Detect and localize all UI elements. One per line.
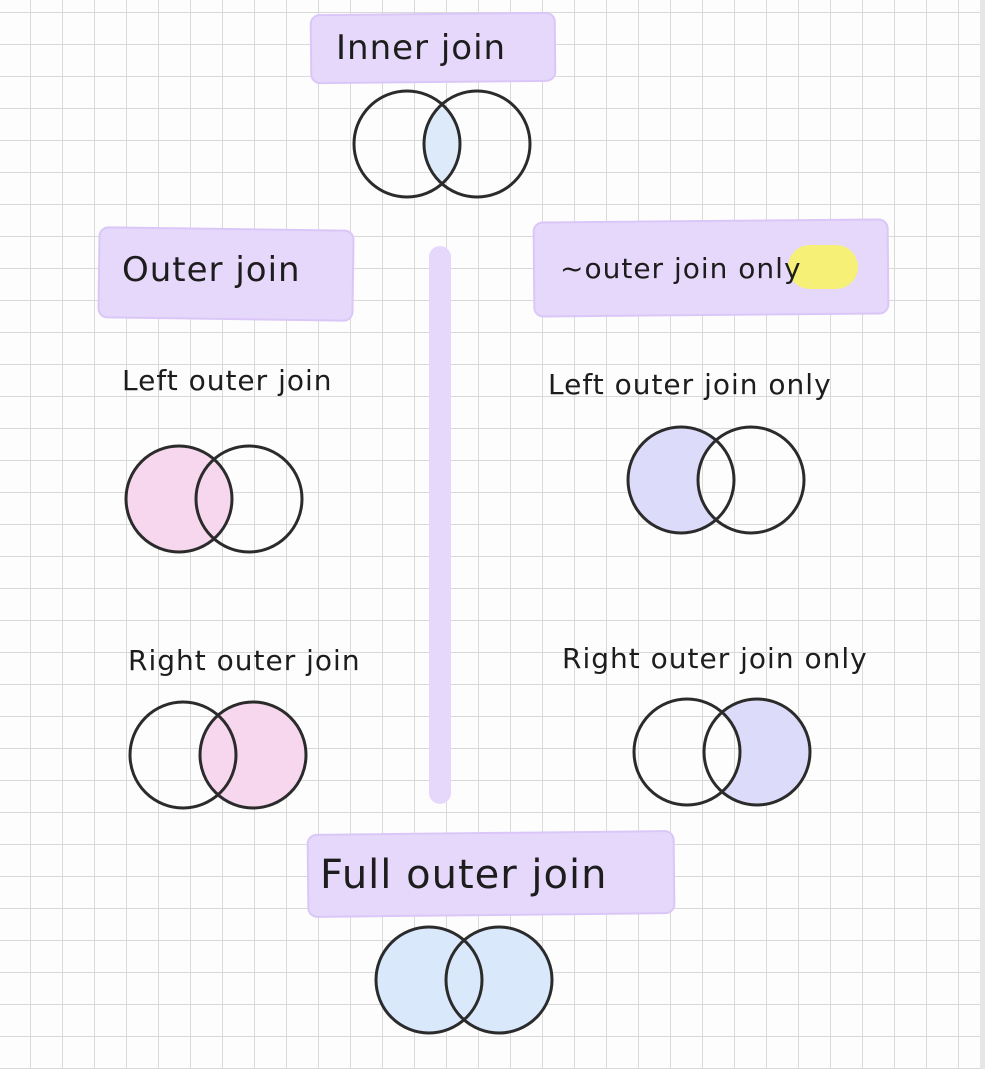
- outer-join-only-title: ~outer join only: [560, 252, 802, 285]
- column-divider: [429, 246, 451, 804]
- left-outer-join-only-label: Left outer join only: [548, 368, 832, 401]
- venn-right-circle: [194, 444, 304, 554]
- venn-union-fill-right: [446, 927, 552, 1033]
- only-word-marker: [788, 245, 858, 289]
- venn-left-circle: [352, 89, 462, 199]
- venn-right-circle: [696, 425, 806, 535]
- right-outer-join-only-label: Right outer join only: [562, 642, 868, 675]
- venn-left-circle: [632, 697, 742, 807]
- venn-right-circle: [198, 700, 308, 810]
- venn-right-only-fill: [704, 699, 810, 805]
- venn-left-circle: [128, 700, 238, 810]
- venn-union-fill-left: [376, 927, 482, 1033]
- venn-right-fill: [200, 702, 306, 808]
- full-outer-join-title: Full outer join: [320, 852, 608, 898]
- venn-left-only-fill: [628, 427, 734, 533]
- venn-left-circle: [374, 925, 484, 1035]
- venn-intersection-fill: [424, 91, 460, 197]
- inner-join-title: Inner join: [336, 28, 507, 68]
- venn-right-circle: [702, 697, 812, 807]
- left-outer-join-label: Left outer join: [122, 364, 333, 397]
- right-outer-join-label: Right outer join: [128, 644, 361, 677]
- venn-left-circle: [124, 444, 234, 554]
- page-edge: [980, 0, 985, 1069]
- outer-join-title: Outer join: [122, 250, 301, 290]
- outer-join-only-marked-word: only: [738, 252, 802, 285]
- venn-left-circle: [626, 425, 736, 535]
- venn-left-fill: [126, 446, 232, 552]
- venn-right-circle: [422, 89, 532, 199]
- outer-join-only-prefix: ~outer join: [560, 252, 739, 285]
- venn-right-circle: [444, 925, 554, 1035]
